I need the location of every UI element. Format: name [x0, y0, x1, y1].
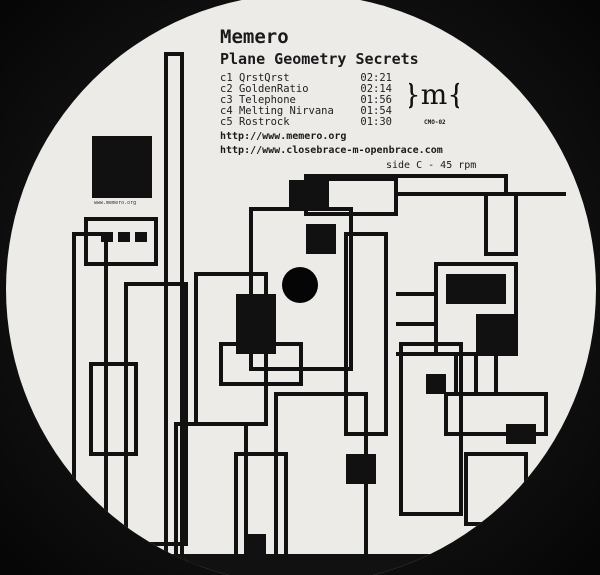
track-number: c2: [220, 83, 233, 95]
side-info: side C - 45 rpm: [386, 160, 477, 171]
label-logo: }m{: [409, 78, 459, 111]
track-title: Rostrock: [238, 116, 290, 128]
track-item: c4 Melting Nirvana 01:54: [220, 106, 392, 117]
track-duration: 01:56: [360, 94, 392, 106]
track-number: c1: [220, 72, 233, 84]
track-number: c4: [220, 105, 233, 117]
track-duration: 01:30: [360, 116, 392, 128]
circuit-artwork: [66, 52, 596, 575]
track-title: Telephone: [238, 94, 296, 106]
spindle-hole: [282, 267, 318, 303]
record-label: www.memero.org Memero Plane Geometry Sec…: [6, 0, 596, 575]
track-title: QrstQrst: [238, 72, 290, 84]
catalog-number: CMO-02: [424, 119, 446, 126]
logo-text: }m{: [409, 78, 459, 111]
track-title: GoldenRatio: [238, 83, 309, 95]
url-closebrace: http://www.closebrace-m-openbrace.com: [220, 145, 443, 156]
photo-caption: www.memero.org: [94, 200, 137, 206]
artist-name: Memero: [220, 26, 289, 48]
track-number: c5: [220, 116, 233, 128]
track-duration: 02:14: [360, 83, 392, 95]
track-title: Melting Nirvana: [238, 105, 334, 117]
track-duration: 02:21: [360, 72, 392, 84]
track-duration: 01:54: [360, 105, 392, 117]
track-item: c1 QrstQrst 02:21: [220, 73, 392, 84]
artist-photo: [92, 136, 152, 198]
track-item: c3 Telephone 01:56: [220, 95, 392, 106]
track-number: c3: [220, 94, 233, 106]
track-item: c2 GoldenRatio 02:14: [220, 84, 392, 95]
album-title: Plane Geometry Secrets: [220, 50, 419, 68]
track-item: c5 Rostrock 01:30: [220, 117, 392, 128]
url-memero: http://www.memero.org: [220, 131, 347, 142]
